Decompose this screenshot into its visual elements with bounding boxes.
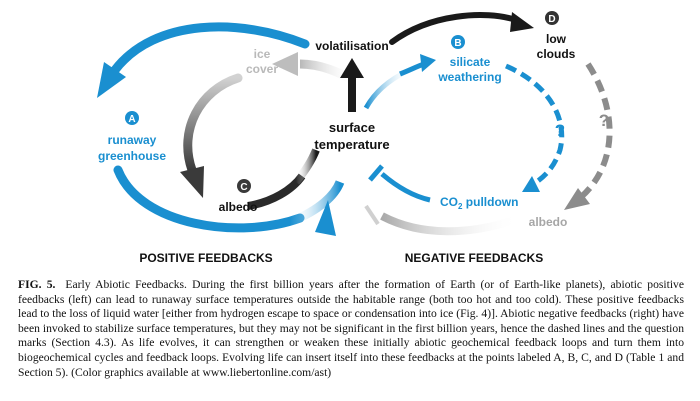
- arrow-ice-cover-to-albedo: [183, 73, 243, 175]
- arrowhead-albedo-left: [180, 166, 204, 198]
- badge-d: [545, 11, 559, 25]
- badge-c-letter: C: [240, 182, 247, 193]
- arrow-volatilisation-to-runaway: [110, 22, 310, 75]
- feedback-diagram: surface temperature volatilisation ice c…: [97, 11, 613, 265]
- arrowhead-albedo-right: [564, 188, 590, 210]
- runaway-label-1: runaway: [108, 133, 157, 147]
- co2-pulldown-label: CO2 pulldown: [440, 195, 518, 211]
- badge-a-letter: A: [128, 114, 135, 125]
- arrowhead-co2: [522, 176, 540, 192]
- arrowhead-volatilisation: [340, 58, 364, 78]
- arrowhead-runaway: [97, 62, 126, 98]
- ice-cover-label-2: cover: [246, 62, 278, 76]
- dashed-low-clouds-to-albedo: [578, 62, 613, 201]
- arrow-albedo-to-surface-fade: [292, 148, 320, 185]
- arrowhead-ice-cover: [272, 52, 298, 76]
- dashed-silicate-to-co2: [505, 63, 565, 189]
- runaway-label-2: greenhouse: [98, 149, 166, 163]
- arrow-volatilisation-to-low-clouds: [389, 12, 519, 45]
- low-clouds-label-1: low: [546, 32, 567, 46]
- arrowhead-silicate: [420, 54, 436, 72]
- arrow-runaway-to-surface: [113, 165, 305, 233]
- badge-d-letter: D: [548, 14, 555, 25]
- silicate-label-1: silicate: [450, 55, 491, 69]
- ice-cover-label-1: ice: [254, 47, 271, 61]
- inhibit-bar-co2: [368, 164, 384, 182]
- low-clouds-label-2: clouds: [537, 47, 576, 61]
- arrow-co2-to-surface: [380, 172, 431, 203]
- negative-feedbacks-heading: NEGATIVE FEEDBACKS: [405, 251, 543, 265]
- arrow-surface-to-silicate: [363, 67, 412, 110]
- arrow-albedo-right-to-surface: [380, 212, 522, 236]
- question-mark-gray: ?: [599, 111, 609, 130]
- badge-b-letter: B: [454, 38, 461, 49]
- surface-label: surface: [329, 120, 375, 135]
- inhibit-bar-bottom: [364, 204, 380, 226]
- arrowhead-low-clouds: [510, 12, 534, 32]
- silicate-label-2: weathering: [437, 70, 501, 84]
- badge-a: [125, 111, 139, 125]
- caption-text: Early Abiotic Feedbacks. During the firs…: [18, 278, 684, 379]
- figure-caption: FIG. 5.Early Abiotic Feedbacks. During t…: [18, 278, 684, 380]
- temperature-label: temperature: [314, 137, 389, 152]
- volatilisation-label: volatilisation: [315, 39, 388, 53]
- arrowhead-surface-from-left: [315, 200, 336, 236]
- arrow-runaway-to-surface-fade: [288, 180, 345, 227]
- positive-feedbacks-heading: POSITIVE FEEDBACKS: [139, 251, 272, 265]
- question-mark-blue: ?: [555, 121, 565, 140]
- albedo-right-label: albedo: [529, 215, 568, 229]
- arrow-surface-to-silicate-solid: [399, 61, 425, 77]
- figure-label: FIG. 5.: [18, 278, 56, 291]
- badge-b: [451, 35, 465, 49]
- albedo-left-label: albedo: [219, 200, 258, 214]
- badge-c: [237, 179, 251, 193]
